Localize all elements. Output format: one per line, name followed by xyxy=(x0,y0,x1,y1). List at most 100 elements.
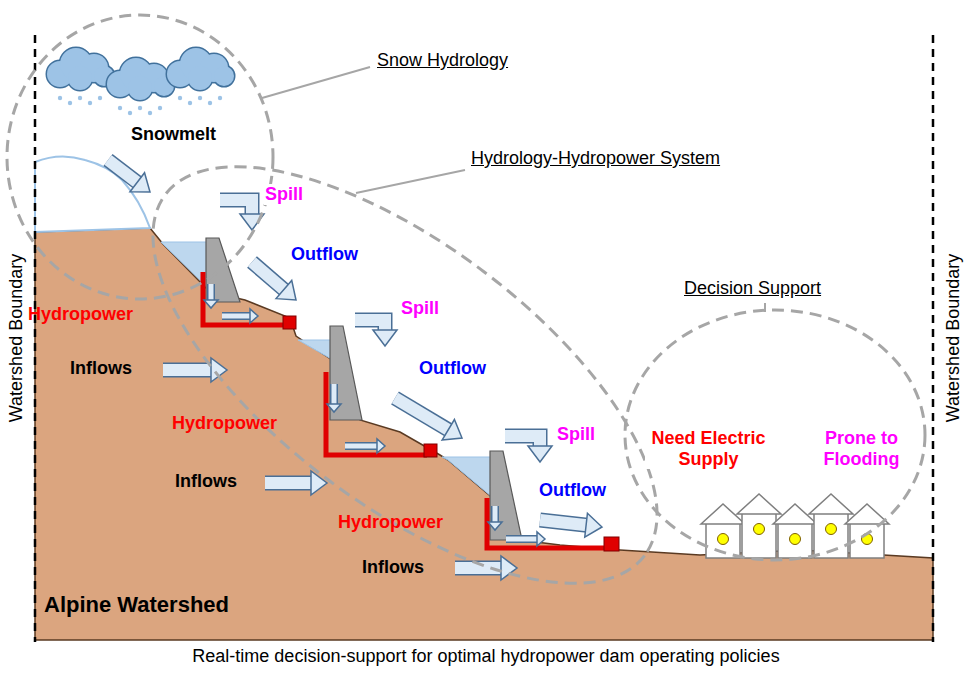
snowflake xyxy=(148,111,152,115)
arrow-shaft xyxy=(220,200,252,215)
arrow-shaft xyxy=(540,520,587,525)
house xyxy=(737,494,781,558)
callout-label: Snow Hydrology xyxy=(376,50,509,71)
light-bulb xyxy=(718,534,729,545)
snowflake xyxy=(138,106,142,110)
cloud-fill xyxy=(188,66,212,90)
arrow-shaft xyxy=(163,364,212,376)
arrow-head xyxy=(585,513,602,537)
arrow-shaft xyxy=(493,506,498,523)
arrow-shaft-outline xyxy=(252,262,285,290)
flow-label: Snowmelt xyxy=(130,124,217,145)
house-wall xyxy=(850,522,884,558)
flow-arrow xyxy=(488,506,502,530)
snowflake xyxy=(198,96,202,100)
arrow-shaft xyxy=(345,444,378,449)
snowflake xyxy=(58,96,62,100)
snowflake xyxy=(208,101,212,105)
dam xyxy=(206,238,240,302)
town xyxy=(701,494,889,558)
cloud xyxy=(47,48,114,105)
arrow-head xyxy=(442,419,462,440)
cloud-fill xyxy=(128,76,152,100)
snowflake xyxy=(118,106,122,110)
arrow-shaft-outline xyxy=(222,312,251,320)
flow-arrow xyxy=(163,358,227,382)
arrow-shaft-outline xyxy=(506,535,538,543)
light-bulb xyxy=(790,534,801,545)
cloud xyxy=(107,58,174,115)
arrow-shaft-outline xyxy=(265,476,312,491)
flow-arrow xyxy=(204,284,218,308)
arrow-shaft xyxy=(222,314,251,319)
arrow-shaft-outline xyxy=(163,363,212,378)
arrow-head xyxy=(488,522,502,530)
snowflake xyxy=(68,101,72,105)
flow-arrow xyxy=(505,436,552,462)
hydropower-label: Hydropower xyxy=(338,512,443,533)
flow-arrow xyxy=(506,532,545,546)
powerhouse xyxy=(283,316,296,329)
snowflake xyxy=(218,96,222,100)
arrow-head xyxy=(311,471,327,495)
arrow-shaft-outline xyxy=(220,200,252,215)
arrow-head xyxy=(204,300,218,308)
leader-line xyxy=(764,303,766,312)
scope-circle xyxy=(625,310,925,560)
house-roof xyxy=(737,494,781,514)
callout-label: Decision Support xyxy=(683,278,822,299)
figure-caption: Real-time decision-support for optimal h… xyxy=(0,646,972,667)
flow-arrow xyxy=(395,398,462,440)
boundary-label: Watershed Boundary xyxy=(943,254,964,422)
hydropower-label: Hydropower xyxy=(172,413,277,434)
arrow-head xyxy=(528,446,552,462)
arrow-shaft-outline xyxy=(207,284,215,301)
house-wall xyxy=(742,512,776,558)
flow-arrows xyxy=(108,160,602,580)
outflow-label: Outflow xyxy=(418,358,487,379)
powerhouse xyxy=(424,444,437,457)
watershed-boundary-line xyxy=(34,35,37,642)
arrow-shaft xyxy=(395,398,449,430)
spill-label: Spill xyxy=(400,298,440,319)
risk-label: Prone to Flooding xyxy=(808,428,915,469)
light-bulb xyxy=(826,524,837,535)
boundary-label: Watershed Boundary xyxy=(6,254,27,422)
flow-arrow xyxy=(345,439,385,453)
cloud xyxy=(167,48,234,105)
arrow-shaft-outline xyxy=(108,160,138,183)
snowflake xyxy=(158,106,162,110)
arrow-shaft xyxy=(506,537,538,542)
flow-arrow xyxy=(222,309,258,323)
hydropower-label: Hydropower xyxy=(28,304,133,325)
flow-arrow xyxy=(220,200,264,230)
penstock xyxy=(487,498,606,548)
house-roof xyxy=(809,494,853,514)
leader-line xyxy=(262,67,370,98)
arrow-head xyxy=(327,404,341,412)
arrow-shaft-outline xyxy=(540,520,587,525)
arrow-head xyxy=(276,280,296,300)
boundaries xyxy=(35,35,933,642)
terrain xyxy=(35,156,933,640)
callout-label: Hydrology-Hydropower System xyxy=(470,148,721,169)
cloud-outline xyxy=(128,76,152,100)
arrow-shaft xyxy=(332,384,337,405)
cloud-fill xyxy=(214,66,234,86)
arrow-shaft xyxy=(108,160,138,183)
arrow-head xyxy=(373,330,397,346)
inflow-label: Inflows xyxy=(362,557,424,578)
cloud-outline xyxy=(68,66,92,90)
snowflake xyxy=(188,101,192,105)
arrow-shaft-outline xyxy=(345,442,378,450)
cloud-fill xyxy=(68,66,92,90)
arrow-shaft-outline xyxy=(330,384,338,405)
reservoir xyxy=(442,457,492,497)
need-label: Need Electric Supply xyxy=(645,428,772,469)
arrow-shaft xyxy=(252,262,285,290)
cloud-outline xyxy=(188,66,212,90)
flow-arrow xyxy=(252,262,296,300)
scope-circle xyxy=(87,91,723,660)
flow-arrow xyxy=(355,320,397,346)
